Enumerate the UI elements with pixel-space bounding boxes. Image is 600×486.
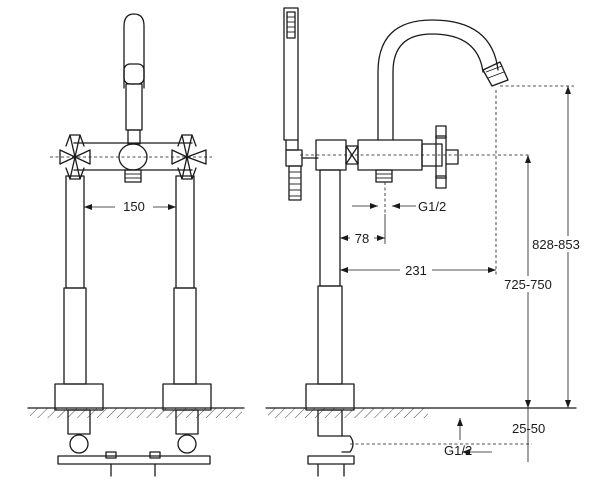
front-spout [123, 13, 145, 145]
dimension-thread-top-label: G1/2 [418, 199, 446, 214]
front-mounting-rail [57, 451, 211, 477]
front-view: 150 [27, 13, 245, 477]
dimension-depth: 25-50 [350, 408, 545, 462]
side-column [305, 169, 355, 477]
front-body [73, 142, 193, 183]
side-view: G1/2 78 231 828-853 [265, 7, 588, 477]
dimension-height-total: 828-853 [500, 85, 588, 408]
dimension-height-spout-label: 725-750 [504, 277, 552, 292]
dimension-offset-label: 78 [355, 231, 369, 246]
dimension-height-spout: 725-750 [496, 155, 560, 408]
dimension-reach: 231 [340, 90, 497, 278]
front-right-cross-handle [171, 134, 207, 180]
dimension-spacing: 150 [84, 198, 176, 214]
dimension-thread-bottom: G1/2 [444, 443, 492, 458]
front-left-leg [54, 175, 104, 454]
dimension-spacing-label: 150 [123, 199, 145, 214]
dimension-height-total-label: 828-853 [532, 237, 580, 252]
side-body [315, 125, 459, 189]
dimension-depth-label: 25-50 [512, 421, 545, 436]
front-right-leg [162, 175, 212, 454]
dimension-offset: 78 [340, 214, 386, 246]
dimension-reach-label: 231 [405, 263, 427, 278]
front-floor [27, 407, 245, 418]
dimension-thread-bottom-label: G1/2 [444, 443, 472, 458]
dimension-thread-top: G1/2 [352, 199, 446, 214]
side-floor [265, 407, 577, 418]
side-hand-shower [283, 7, 319, 201]
side-gooseneck-spout [377, 19, 509, 141]
